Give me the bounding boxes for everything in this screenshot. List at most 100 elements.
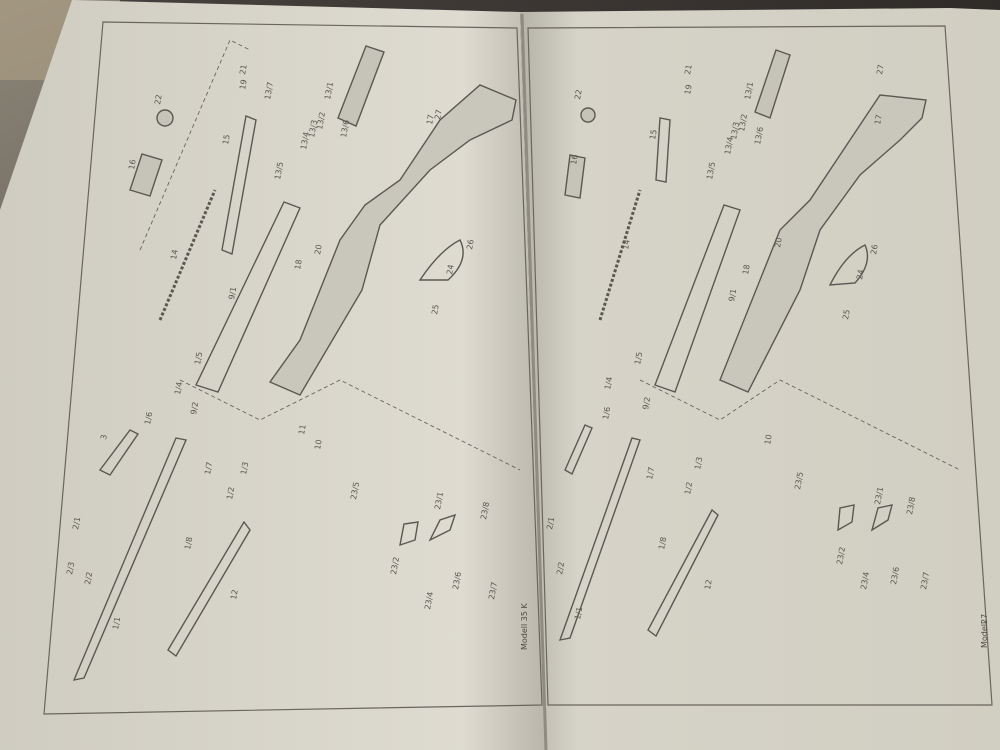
part-label: 2/1 [545, 516, 556, 530]
part-label: 1/8 [183, 536, 194, 550]
part-label: 13/6 [339, 119, 351, 138]
left-diagram [72, 39, 521, 681]
part-label: 20 [773, 237, 784, 249]
dash-guide-right [639, 379, 961, 471]
part-label: 12 [703, 579, 714, 591]
right-part-labels: 1/11/21/31/41/51/61/71/82/12/29/19/21012… [545, 64, 931, 621]
part-label: 23/1 [873, 486, 885, 505]
cylinder-right [754, 49, 791, 119]
part-label: 25 [841, 309, 852, 321]
part-label: 1/4 [173, 381, 184, 395]
part-label: 13/3 [307, 119, 319, 138]
part-label: 1/3 [239, 461, 250, 475]
part-label: 19 [238, 79, 249, 91]
part-label: 25 [430, 304, 441, 316]
part-label: 16 [569, 154, 580, 166]
part-label: 23/8 [905, 496, 917, 515]
part-label: 13/1 [743, 81, 755, 100]
part-label: 23/1 [433, 491, 445, 510]
part-label: 23/6 [889, 566, 901, 585]
part-label: 13/4 [723, 136, 735, 155]
part-label: 23/7 [487, 581, 499, 600]
part-label: 21 [683, 64, 694, 76]
rear-sight-right [564, 424, 593, 475]
seal-right [580, 107, 596, 123]
right-page-footer-number: 27 [980, 614, 989, 624]
part-label: 1/1 [111, 616, 122, 630]
part-label: 13/7 [263, 81, 275, 100]
part-label: 2/2 [555, 561, 566, 575]
receiver-tube-left [195, 201, 301, 393]
part-label: 1/5 [193, 351, 204, 365]
part-label: 18 [741, 264, 752, 276]
part-label: 2/2 [83, 571, 94, 585]
part-label: 1/4 [603, 376, 614, 390]
part-label: 23/4 [423, 591, 435, 610]
part-label: 2/3 [65, 561, 76, 575]
piston-left [221, 115, 257, 255]
right-page-footer-label: Modell [980, 622, 989, 648]
rear-sight-left [98, 429, 140, 476]
part-label: 27 [875, 64, 886, 76]
part-label: 1/5 [633, 351, 644, 365]
part-label: 14 [169, 249, 180, 261]
part-label: 13/2 [315, 111, 327, 130]
part-label: 1/6 [601, 406, 612, 420]
spring-right [598, 189, 642, 321]
part-label: 26 [465, 239, 476, 251]
part-label: 23/5 [349, 481, 361, 500]
part-label: 1/7 [645, 466, 656, 480]
part-label: 13/4 [299, 131, 311, 150]
part-label: 27 [433, 109, 444, 121]
part-label: 11 [297, 424, 308, 436]
part-label: 13/5 [705, 161, 717, 180]
trigger-guard-left [418, 239, 464, 281]
part-label: 23/8 [479, 501, 491, 520]
part-label: 17 [425, 114, 436, 126]
sear-right [870, 504, 893, 532]
left-page-footer: Modell 35 K [520, 602, 529, 650]
dash-guide-left [179, 379, 521, 471]
part-label: 23/2 [835, 546, 847, 565]
part-label: 3 [99, 434, 109, 441]
part-label: 24 [445, 264, 456, 276]
barrel-right [558, 437, 641, 641]
part-label: 1/1 [573, 606, 584, 620]
right-diagram [558, 49, 961, 641]
part-label: 10 [763, 434, 774, 446]
sear-left [428, 513, 457, 542]
buttstock-right [719, 94, 927, 393]
part-label: 26 [869, 244, 880, 256]
part-label: 23/6 [451, 571, 463, 590]
part-label: 1/7 [203, 461, 214, 475]
part-label: 24 [855, 269, 866, 281]
receiver-tube-right [654, 204, 741, 393]
part-label: 14 [621, 239, 632, 251]
right-page-frame [527, 25, 993, 706]
part-label: 22 [573, 89, 584, 101]
part-label: 18 [293, 259, 304, 271]
grub-left [129, 153, 163, 197]
left-page-frame [43, 21, 543, 715]
part-label: 21 [238, 64, 249, 76]
part-label: 22 [153, 94, 164, 106]
part-label: 23/5 [793, 471, 805, 490]
part-label: 13/3 [729, 121, 741, 140]
buttstock-left [268, 84, 517, 396]
part-label: 1/3 [693, 456, 704, 470]
cocking-lever-right [647, 508, 719, 638]
cylinder-left [337, 45, 385, 127]
part-label: 20 [313, 244, 324, 256]
trigger-right [837, 504, 855, 532]
trigger-left [399, 521, 419, 547]
part-label: 16 [127, 159, 138, 171]
part-label: 15 [648, 129, 659, 141]
part-label: 9/1 [227, 286, 238, 300]
part-label: 13/5 [273, 161, 285, 180]
part-label: 17 [873, 114, 884, 126]
part-label: 1/2 [683, 481, 694, 495]
spring-left [158, 189, 217, 321]
barrel-left [72, 437, 187, 681]
